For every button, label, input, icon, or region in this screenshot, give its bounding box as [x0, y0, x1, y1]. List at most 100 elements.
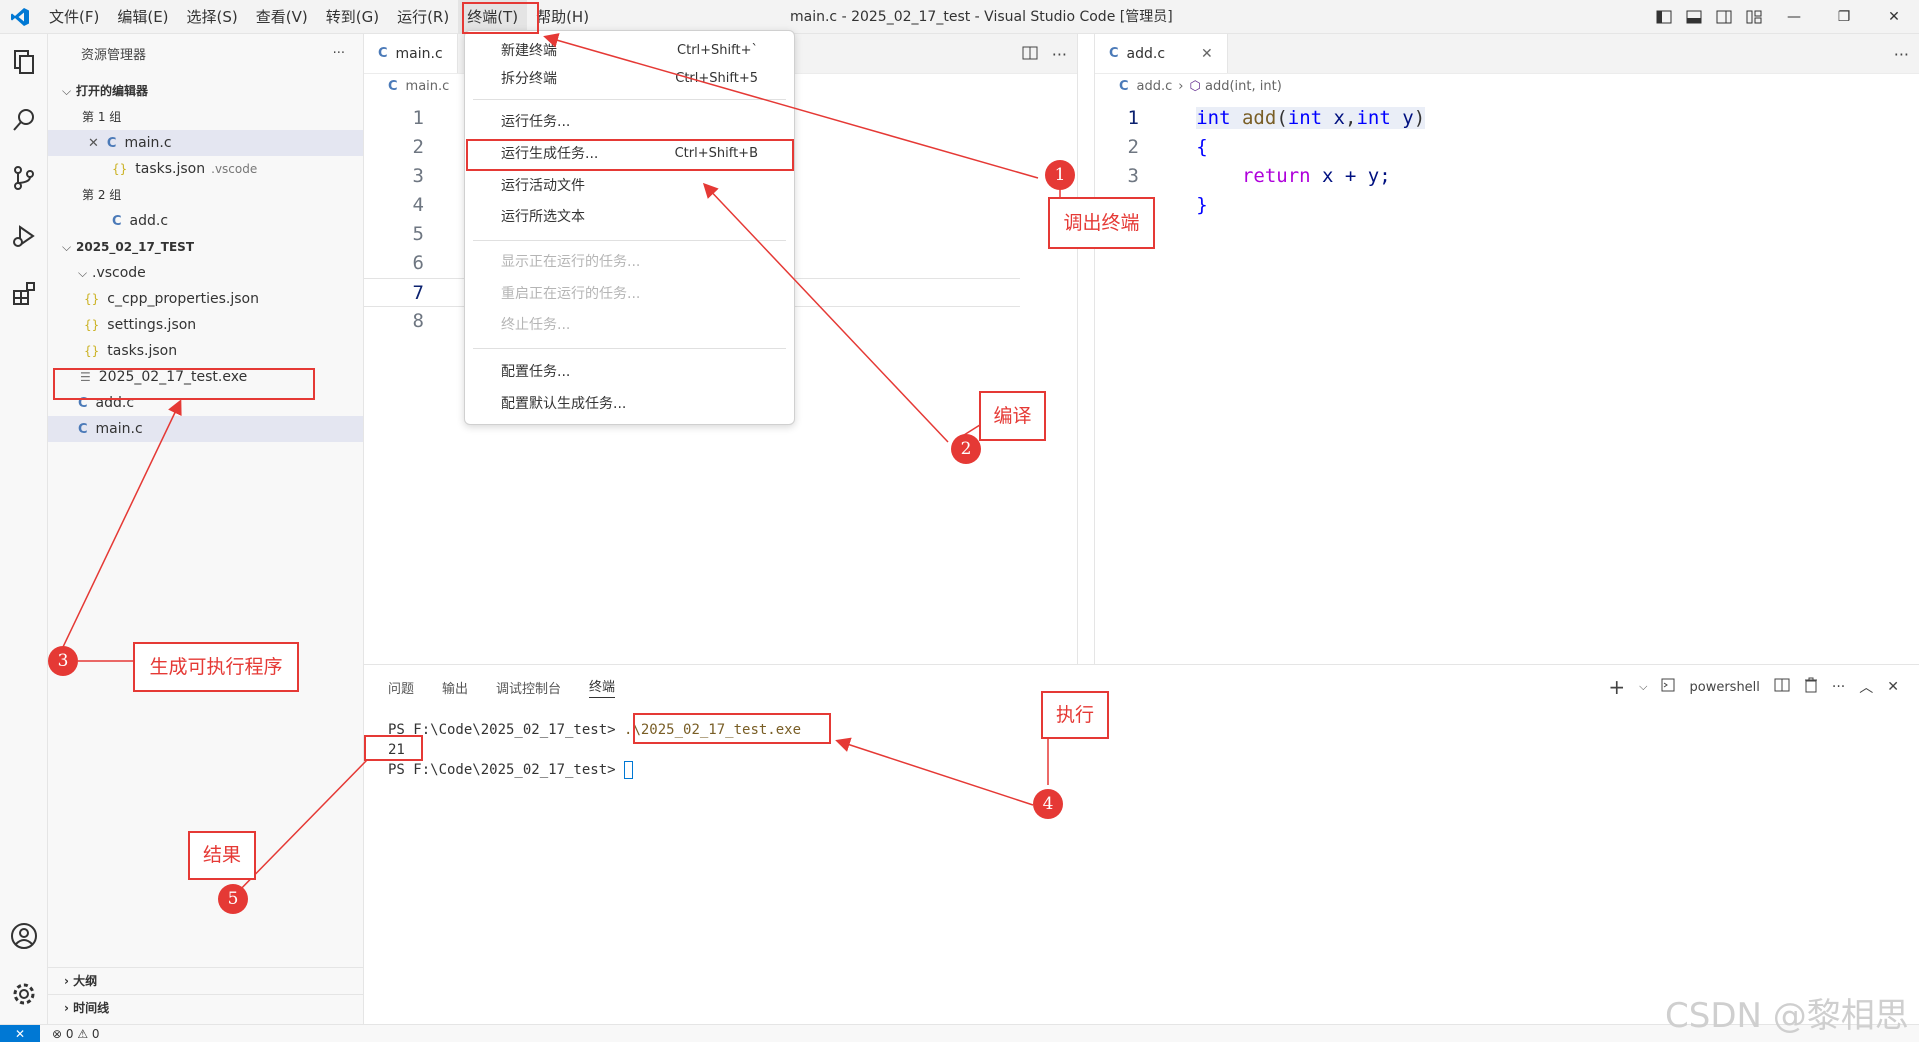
- terminal-shell-name[interactable]: powershell: [1689, 679, 1760, 695]
- split-terminal-icon[interactable]: [1774, 678, 1790, 696]
- project-folder[interactable]: ⌵2025_02_17_TEST: [48, 234, 363, 260]
- menu-help[interactable]: 帮助(H): [536, 7, 590, 26]
- restore-button[interactable]: ❐: [1837, 9, 1851, 25]
- source-control-icon[interactable]: [0, 154, 48, 202]
- problems-indicator[interactable]: ⊗ 0 ⚠ 0: [52, 1027, 100, 1041]
- more-actions-icon[interactable]: ···: [1893, 44, 1909, 64]
- menu-go[interactable]: 转到(G): [325, 7, 380, 26]
- panel-tabs: 问题 输出 调试控制台 终端: [388, 665, 616, 709]
- json-file-icon: {}: [84, 344, 100, 358]
- close-panel-icon[interactable]: ✕: [1887, 679, 1899, 695]
- file-c-cpp-properties[interactable]: {}c_cpp_properties.json: [84, 291, 259, 307]
- menu-selection[interactable]: 选择(S): [186, 7, 238, 26]
- menu-run-build-task[interactable]: 运行生成任务...Ctrl+Shift+B: [501, 146, 758, 162]
- new-terminal-plus-icon[interactable]: +: [1608, 675, 1626, 699]
- highlight-terminal-menu: [462, 2, 539, 34]
- menu-edit[interactable]: 编辑(E): [117, 7, 169, 26]
- settings-gear-icon[interactable]: [0, 970, 48, 1018]
- explorer-icon[interactable]: [0, 38, 48, 86]
- code-line[interactable]: 1: [412, 107, 424, 129]
- c-file-icon: C: [112, 214, 122, 229]
- close-icon[interactable]: ✕: [88, 136, 99, 151]
- c-file-icon: C: [1109, 46, 1119, 61]
- editor-group-1: 第 1 组: [82, 110, 122, 124]
- menu-configure-tasks[interactable]: 配置任务...: [501, 364, 571, 380]
- chevron-down-icon[interactable]: ⌵: [1639, 680, 1648, 693]
- extensions-icon[interactable]: [0, 270, 48, 318]
- open-editor-tasks-json[interactable]: {}tasks.json.vscode: [112, 161, 258, 177]
- split-editor-icon[interactable]: [1022, 45, 1038, 64]
- customize-layout-icon[interactable]: [1739, 10, 1769, 24]
- highlight-exe-file: [53, 368, 315, 400]
- watermark: CSDN @黎相思: [1665, 996, 1909, 1036]
- terminal-line-command[interactable]: PS F:\Code\2025_02_17_test> .\2025_02_17…: [388, 722, 802, 738]
- terminal-panel: 问题 输出 调试控制台 终端 + ⌵ powershell ··· ︿ ✕ PS…: [364, 664, 1919, 1024]
- menu-file[interactable]: 文件(F): [49, 7, 100, 26]
- open-editors-section[interactable]: ⌵打开的编辑器: [48, 78, 363, 104]
- file-settings-json[interactable]: {}settings.json: [84, 317, 197, 333]
- arrow-1: [543, 33, 1039, 179]
- menu-separator: [473, 348, 786, 349]
- c-file-icon: C: [78, 396, 88, 411]
- tab-output[interactable]: 输出: [442, 681, 469, 697]
- timeline-section[interactable]: › 时间线: [48, 994, 363, 1021]
- more-actions-icon[interactable]: ···: [1051, 44, 1067, 64]
- label-execute: 执行: [1041, 691, 1109, 739]
- run-debug-icon[interactable]: [0, 212, 48, 260]
- label-result: 结果: [188, 831, 256, 880]
- code-line[interactable]: 3 return x + y;: [1127, 165, 1391, 187]
- minimize-button[interactable]: —: [1787, 9, 1801, 25]
- terminal-line-prompt[interactable]: PS F:\Code\2025_02_17_test>: [388, 760, 634, 780]
- menu-view[interactable]: 查看(V): [255, 7, 308, 26]
- code-line[interactable]: 2: [412, 136, 424, 158]
- code-line[interactable]: 4: [412, 194, 424, 216]
- trash-icon[interactable]: [1804, 677, 1818, 697]
- search-icon[interactable]: [0, 96, 48, 144]
- folder-vscode[interactable]: ⌵.vscode: [48, 260, 363, 286]
- tab-terminal[interactable]: 终端: [589, 676, 616, 698]
- code-line[interactable]: 2 {: [1127, 136, 1208, 158]
- code-line[interactable]: 6: [412, 252, 424, 274]
- toggle-secondary-sidebar-icon[interactable]: [1709, 10, 1739, 24]
- c-file-icon: C: [78, 422, 88, 437]
- code-line[interactable]: 3: [412, 165, 424, 187]
- more-actions-icon[interactable]: ···: [1831, 679, 1846, 695]
- title-bar: 文件(F) 编辑(E) 选择(S) 查看(V) 转到(G) 运行(R) 终端(T…: [0, 0, 1919, 34]
- menu-configure-default-build-task[interactable]: 配置默认生成任务...: [501, 396, 627, 412]
- explorer-more-icon[interactable]: ···: [332, 45, 345, 61]
- code-line[interactable]: 1 int add(int x,int y): [1127, 107, 1426, 129]
- tab-debug-console[interactable]: 调试控制台: [496, 681, 562, 697]
- accounts-icon[interactable]: [0, 912, 48, 960]
- step-badge-5: 5: [218, 884, 248, 914]
- menu-run[interactable]: 运行(R): [397, 7, 450, 26]
- close-window-button[interactable]: ✕: [1888, 9, 1900, 25]
- toggle-panel-icon[interactable]: [1679, 10, 1709, 24]
- maximize-panel-icon[interactable]: ︿: [1859, 680, 1874, 696]
- toggle-primary-sidebar-icon[interactable]: [1649, 10, 1679, 24]
- menu-run-task[interactable]: 运行任务...: [501, 114, 571, 130]
- c-file-icon: C: [106, 136, 117, 151]
- menu-terminal[interactable]: 终端(T): [458, 0, 528, 34]
- code-line[interactable]: 5: [412, 223, 424, 245]
- code-line[interactable]: 8: [412, 310, 424, 332]
- activity-bar: [0, 34, 48, 1024]
- chevron-down-icon: ⌵: [62, 84, 72, 98]
- outline-section[interactable]: › 大纲: [48, 967, 363, 994]
- remote-indicator[interactable]: ✕: [0, 1025, 40, 1042]
- close-tab-icon[interactable]: ✕: [1201, 45, 1213, 62]
- menu-run-selected-text[interactable]: 运行所选文本: [501, 209, 585, 225]
- tab-problems[interactable]: 问题: [388, 681, 415, 697]
- file-exe[interactable]: ☰2025_02_17_test.exe: [80, 369, 248, 385]
- status-bar: ✕ ⊗ 0 ⚠ 0: [0, 1024, 1919, 1042]
- file-tasks-json[interactable]: {}tasks.json: [84, 343, 178, 359]
- menu-run-active-file[interactable]: 运行活动文件: [501, 178, 585, 194]
